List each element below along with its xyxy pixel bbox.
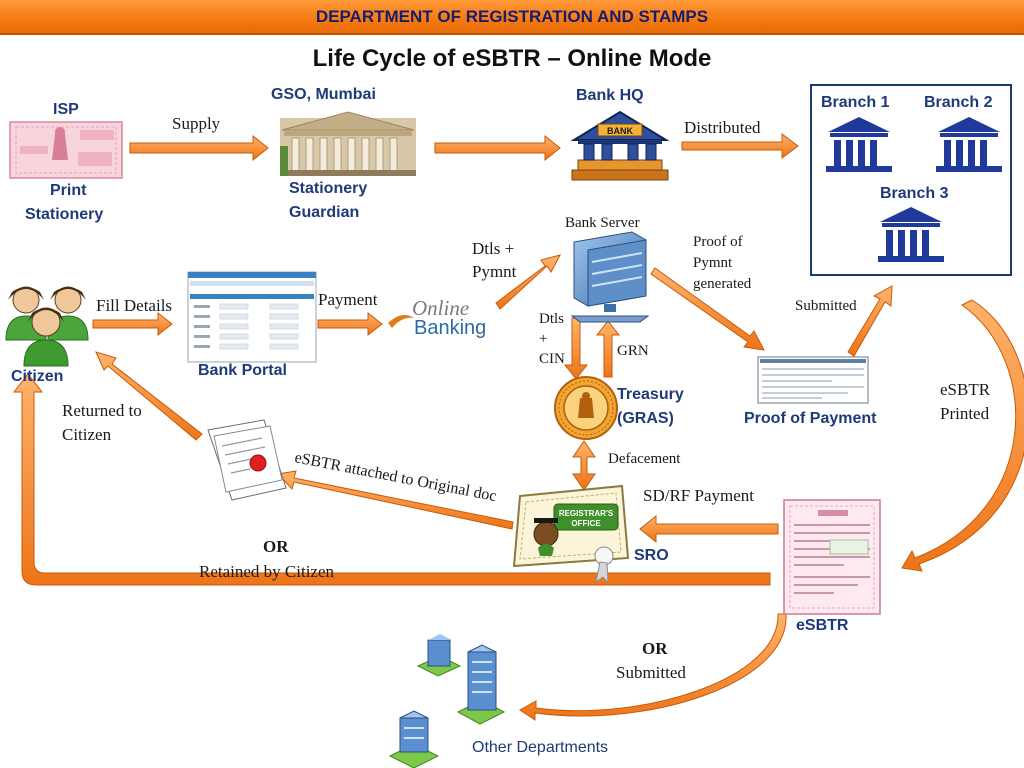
edge-label-sd-rf-payment: SD/RF Payment (643, 486, 754, 505)
online-banking-word-2: Banking (414, 317, 486, 339)
page-title: Life Cycle of eSBTR – Online Mode (312, 45, 712, 72)
node-branch-1: Branch 1 (821, 94, 890, 111)
registrar-office-icon: REGISTRAR'S OFFICE (512, 484, 630, 568)
node-isp: ISP (53, 101, 79, 118)
node-sro: SRO (634, 547, 669, 564)
edge-label-esbtr-printed-1: eSBTR (940, 380, 991, 399)
node-branch-2: Branch 2 (924, 94, 993, 111)
edge-label-payment: Payment (318, 290, 378, 309)
arrow-attached (276, 470, 514, 530)
arrow-defacement (572, 440, 596, 491)
arrow-sd-rf-payment (639, 514, 779, 544)
node-stationery-guardian-1: Stationery (289, 180, 368, 197)
edge-label-dtls-cin-3: CIN (539, 351, 565, 367)
gso-building-icon (280, 111, 416, 176)
arrow-to-bank-server (495, 254, 561, 310)
edge-label-supply: Supply (172, 114, 221, 133)
banner-title: DEPARTMENT OF REGISTRATION AND STAMPS (315, 7, 709, 26)
edge-label-attached: eSBTR attached to Original doc (293, 449, 498, 505)
node-esbtr: eSBTR (796, 617, 849, 634)
node-bank-hq: Bank HQ (576, 87, 644, 104)
svg-text:REGISTRAR'S: REGISTRAR'S (559, 509, 614, 518)
arrow-submitted-departments (519, 613, 787, 721)
header-banner: DEPARTMENT OF REGISTRATION AND STAMPS (0, 0, 1024, 35)
online-banking-logo: Online Banking (388, 296, 486, 339)
edge-label-esbtr-printed-2: Printed (940, 404, 990, 423)
stamp-paper-icon (9, 121, 123, 179)
bank-portal-screenshot-icon (187, 271, 317, 363)
node-branch-3: Branch 3 (880, 185, 949, 202)
certificate-icon (594, 546, 614, 585)
branch-1-bank-icon (826, 117, 892, 172)
arrow-proof-generated (650, 267, 765, 351)
edge-label-or-2: OR (642, 639, 668, 658)
online-banking-word-1: Online (412, 296, 469, 320)
edge-label-returned-1: Returned to (62, 401, 142, 420)
edge-label-retained: Retained by Citizen (199, 562, 335, 581)
node-stationery-guardian-2: Guardian (289, 204, 360, 221)
edge-label-dtls-pymnt-1: Dtls + (472, 239, 515, 258)
edge-label-dtls-cin-1: Dtls (539, 311, 565, 327)
branch-3-bank-icon (878, 207, 944, 262)
edge-label-grn: GRN (617, 343, 649, 359)
edge-label-dtls-cin-2: + (539, 331, 548, 347)
node-bank-server: Bank Server (565, 215, 640, 231)
edge-label-proof-generated-3: generated (693, 276, 752, 292)
node-treasury-2: (GRAS) (617, 410, 674, 427)
server-icon (570, 231, 650, 323)
arrow-returned (95, 351, 203, 441)
returned-document-icon (207, 419, 287, 501)
arrow-supply (129, 134, 269, 162)
svg-text:OFFICE: OFFICE (571, 519, 601, 528)
arrow-gso-to-bank (434, 134, 561, 162)
edge-label-or-1: OR (263, 537, 289, 556)
node-other-departments: Other Departments (472, 739, 609, 756)
esbtr-document-icon (783, 499, 881, 615)
arrow-retained (12, 373, 771, 586)
department-buildings-icon (388, 634, 506, 768)
arrow-distributed (681, 133, 799, 159)
node-print-stationery-2: Stationery (25, 206, 104, 223)
arrow-fill-details (92, 311, 173, 337)
arrow-dtls-cin (563, 317, 589, 380)
node-print-stationery-1: Print (50, 182, 87, 199)
arrow-esbtr-printed (901, 299, 1024, 572)
node-bank-portal: Bank Portal (198, 362, 287, 379)
edge-label-defacement: Defacement (608, 451, 681, 467)
edge-label-dtls-pymnt-2: Pymnt (472, 262, 517, 281)
node-treasury-1: Treasury (617, 386, 684, 403)
node-proof-of-payment: Proof of Payment (744, 410, 877, 427)
edge-label-distributed: Distributed (684, 118, 761, 137)
svg-text:BANK: BANK (607, 126, 633, 136)
arrow-payment (317, 311, 383, 337)
treasury-seal-icon (554, 376, 618, 440)
edge-label-returned-2: Citizen (62, 425, 112, 444)
edge-label-submitted: Submitted (795, 298, 857, 314)
edge-label-submitted-departments: Submitted (616, 663, 686, 682)
edge-label-proof-generated-2: Pymnt (693, 255, 733, 271)
edge-label-proof-generated-1: Proof of (693, 234, 743, 250)
bank-icon: BANK (570, 110, 670, 181)
citizen-group-icon (5, 286, 89, 367)
proof-document-icon (757, 356, 869, 404)
arrow-grn (595, 320, 621, 378)
node-citizen: Citizen (11, 368, 64, 385)
node-gso: GSO, Mumbai (271, 86, 376, 103)
branch-2-bank-icon (936, 117, 1002, 172)
edge-label-fill-details: Fill Details (96, 296, 173, 315)
arrow-submitted (847, 285, 893, 357)
